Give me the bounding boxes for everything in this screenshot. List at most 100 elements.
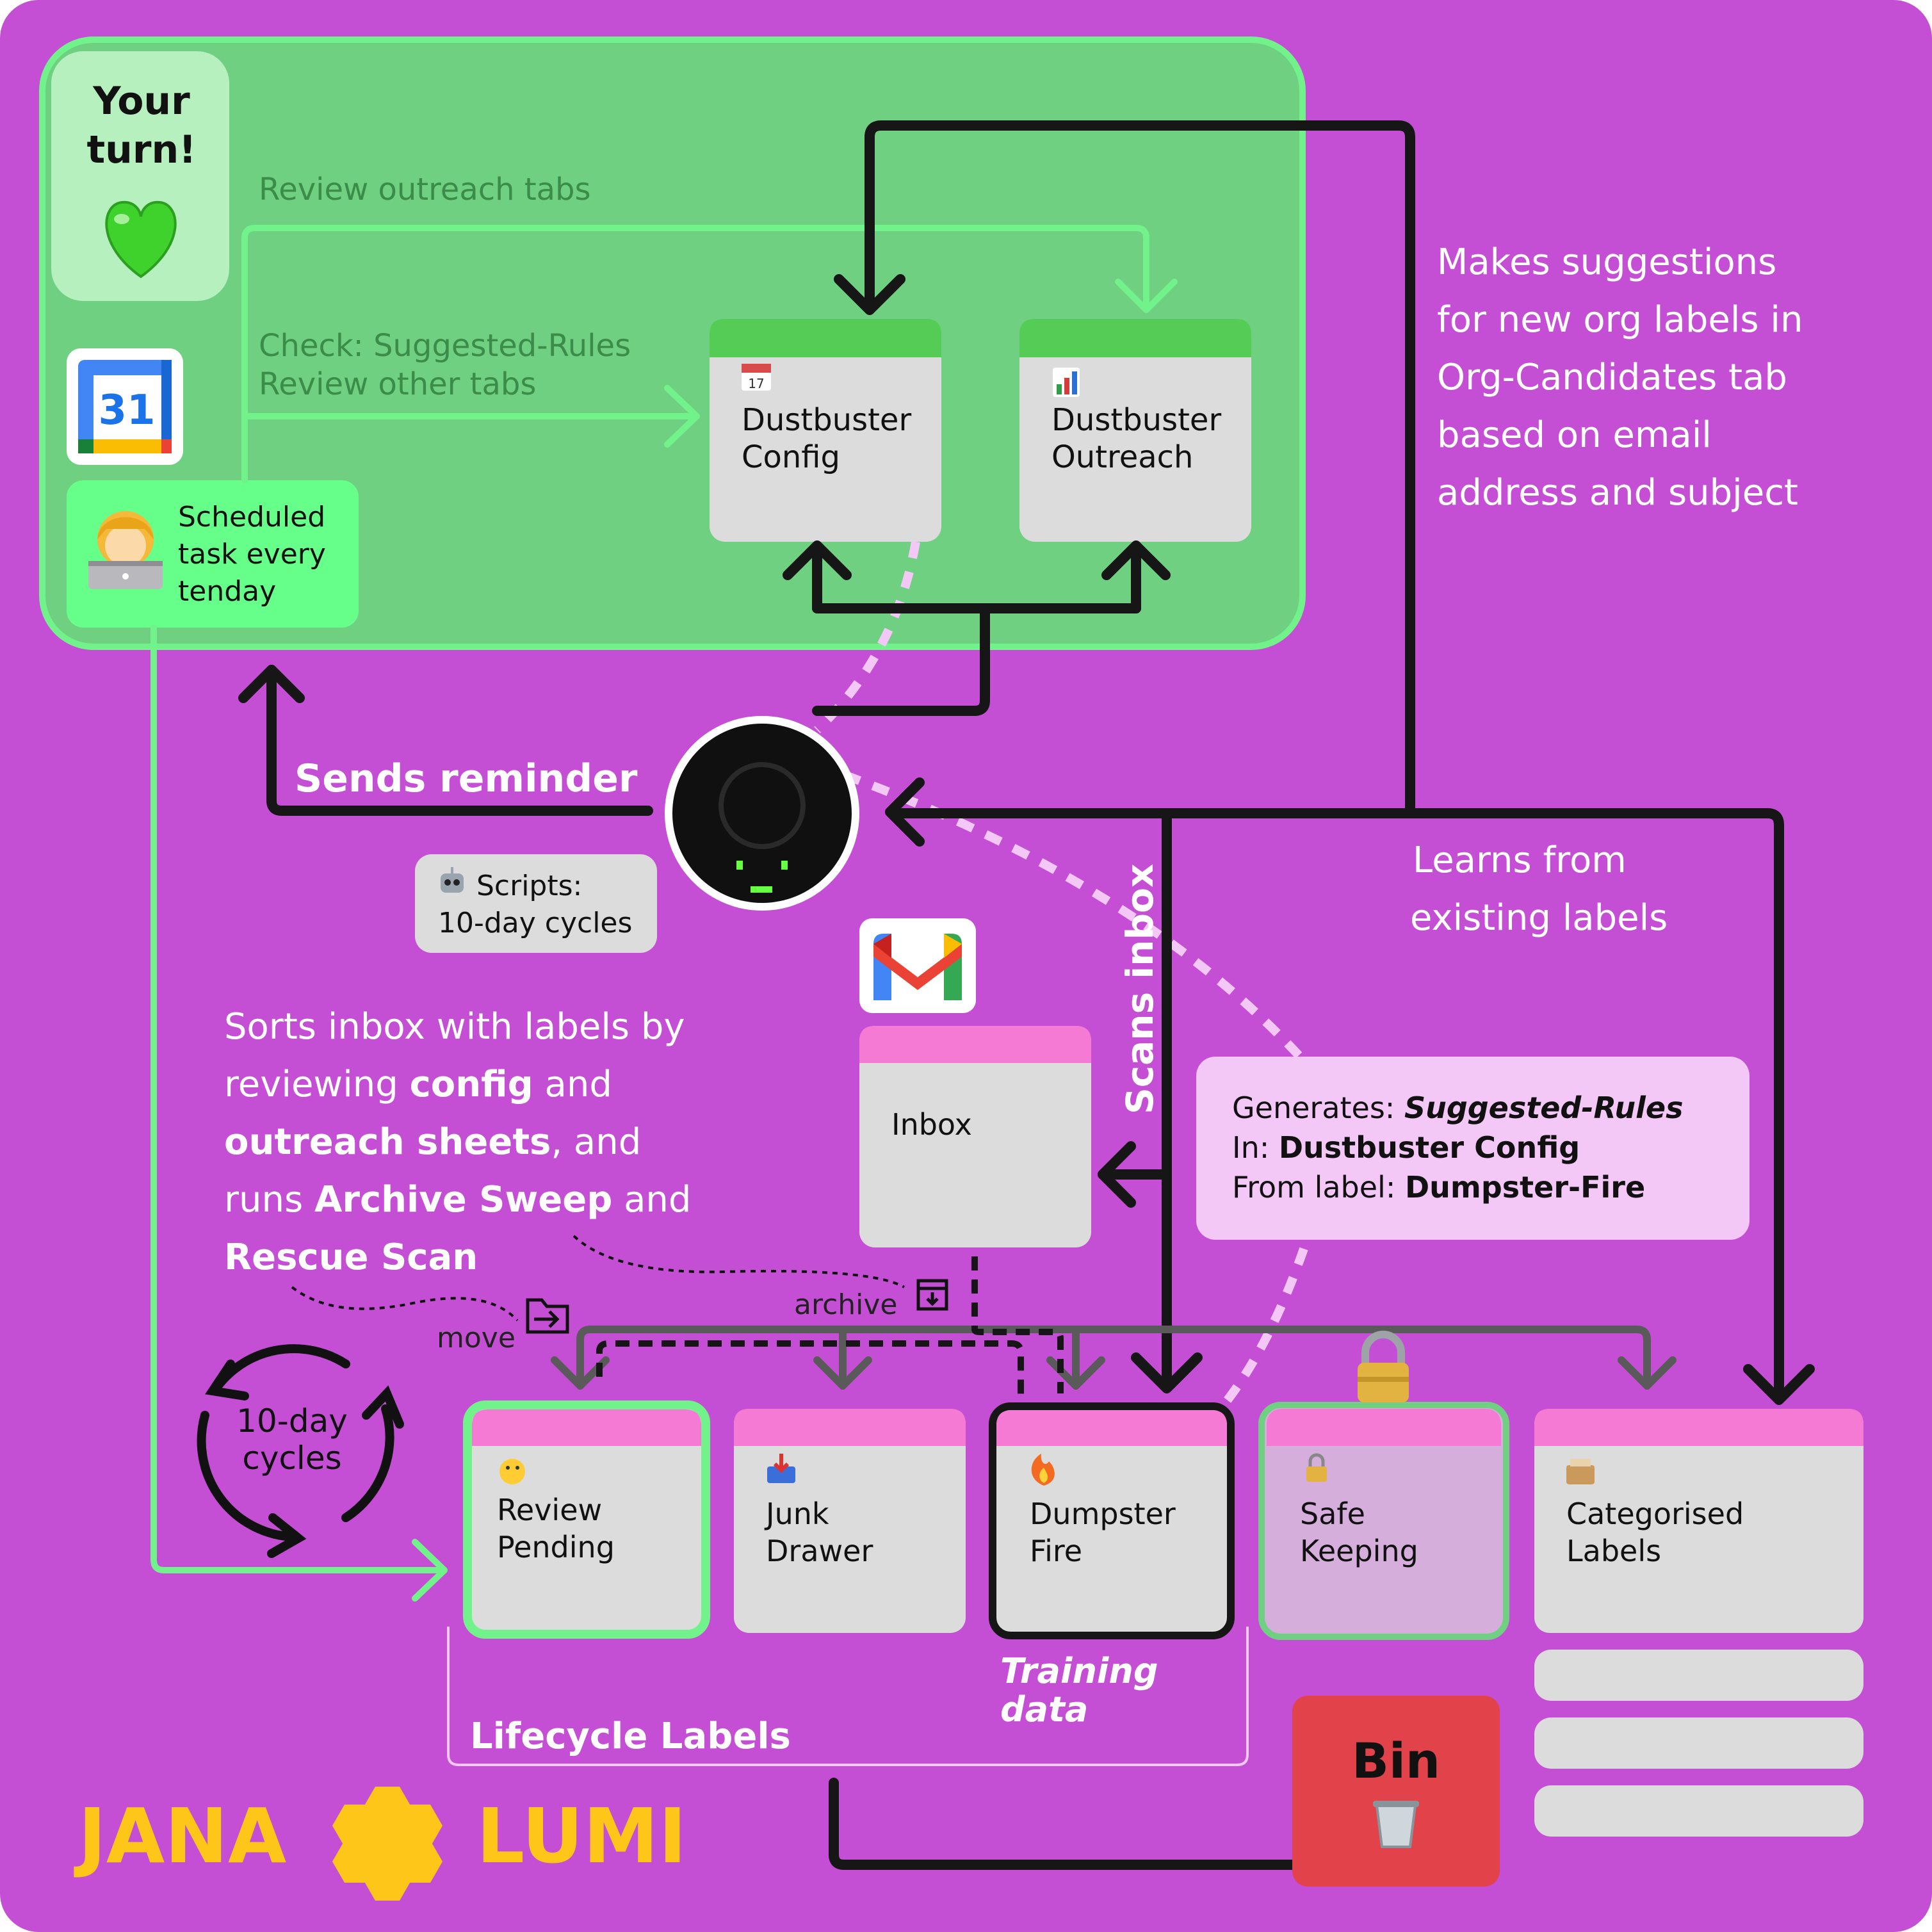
lifecycle-bracket	[447, 1627, 1249, 1766]
safe-keeping-line1: Safe	[1300, 1497, 1365, 1531]
bar-chart-icon	[1053, 368, 1080, 397]
review-pending-line2: Pending	[497, 1530, 615, 1564]
your-turn-title-line2: turn!	[86, 127, 196, 172]
dustbuster-config-card: 17 Dustbuster Config	[710, 319, 941, 542]
scheduled-task-line1: Scheduled	[178, 501, 325, 533]
label-card-categorised: Categorised Labels	[1534, 1409, 1863, 1633]
suggestion-line: Makes suggestions	[1437, 241, 1776, 283]
person-with-laptop-icon	[88, 511, 163, 589]
sends-reminder-label: Sends reminder	[295, 756, 638, 801]
cycle-arrows-icon	[197, 1344, 404, 1558]
thinking-face-icon	[499, 1459, 525, 1484]
calendar-emoji-icon: 17	[742, 364, 771, 391]
scripts-badge	[415, 854, 657, 953]
generates-line3: From label: Dumpster-Fire	[1232, 1170, 1645, 1205]
calendar-day: 31	[98, 387, 155, 434]
lifecycle-labels-title: Lifecycle Labels	[470, 1716, 791, 1757]
wastebasket-icon	[1373, 1801, 1419, 1848]
categorised-line2: Labels	[1566, 1534, 1661, 1568]
dumpster-fire-line2: Fire	[1030, 1534, 1082, 1568]
green-long-arrow	[150, 624, 448, 1602]
sorts-line3: outreach sheets, and	[224, 1121, 641, 1163]
honeycomb-logo-icon	[332, 1787, 442, 1901]
scheduled-task-line3: tenday	[178, 575, 276, 608]
categorised-line1: Categorised	[1566, 1497, 1744, 1531]
brand-lumi: LUMI	[476, 1792, 686, 1880]
suggestion-line: for new org labels in	[1437, 299, 1803, 341]
sorts-bold: outreach sheets	[224, 1121, 551, 1163]
archive-label: archive	[794, 1288, 898, 1321]
large-lock-icon	[1358, 1331, 1409, 1402]
inbox-tray-icon	[767, 1454, 795, 1483]
label-card-dumpster-fire: Dumpster Fire	[989, 1402, 1235, 1639]
junk-drawer-line2: Drawer	[766, 1534, 873, 1568]
panel-green-arrows	[241, 225, 1178, 483]
makes-suggestions-text: Makes suggestions for new org labels in …	[1437, 241, 1803, 514]
google-calendar-icon: 31	[67, 348, 183, 465]
sorts-bold: config	[410, 1064, 533, 1105]
sorts-text: runs	[224, 1179, 314, 1221]
learns-from-line1: Learns from	[1413, 840, 1627, 881]
bin-label: Bin	[1352, 1732, 1440, 1789]
learns-from-line2: existing labels	[1410, 897, 1668, 939]
sorts-inbox-text: Sorts inbox with labels by reviewing con…	[224, 1006, 691, 1278]
label-card-safe-keeping: Safe Keeping	[1258, 1402, 1509, 1640]
scheduled-task-line2: task every	[178, 538, 326, 571]
training-data-line2: data	[1000, 1689, 1088, 1730]
your-turn-box	[51, 51, 229, 301]
dustbuster-outreach-card: Dustbuster Outreach	[1019, 319, 1251, 542]
fire-icon	[1031, 1454, 1055, 1486]
annotation-dotted-lines	[291, 1235, 905, 1322]
dustbuster-bot	[665, 716, 859, 911]
bin-box: Bin	[1292, 1696, 1500, 1887]
from-label-value: Dumpster-Fire	[1405, 1170, 1645, 1205]
scripts-line1: Scripts:	[476, 870, 582, 902]
move-label: move	[437, 1322, 515, 1354]
sorts-line4: runs Archive Sweep and	[224, 1179, 691, 1221]
black-dashed-route	[596, 1256, 1064, 1409]
suggestion-line: address and subject	[1437, 472, 1798, 514]
suggestion-line: Org-Candidates tab	[1437, 357, 1787, 398]
generates-callout	[1196, 1057, 1749, 1240]
gmail-logo-icon	[859, 918, 976, 1013]
check-rules-label: Check: Suggested-Rules	[259, 328, 631, 364]
svg-text:17: 17	[748, 376, 764, 391]
generates-prefix: Generates:	[1232, 1091, 1404, 1125]
safe-keeping-line2: Keeping	[1300, 1534, 1418, 1568]
your-turn-title-line1: Your	[92, 79, 190, 124]
categorised-stack-bar	[1534, 1650, 1863, 1701]
review-outreach-label: Review outreach tabs	[259, 172, 591, 207]
label-card-junk-drawer: Junk Drawer	[734, 1409, 966, 1633]
card-file-box-icon	[1566, 1459, 1595, 1484]
cycles-line1: 10-day	[236, 1402, 348, 1440]
in-value: Dustbuster Config	[1279, 1130, 1580, 1165]
outreach-line1: Dustbuster	[1051, 402, 1221, 438]
sorts-line1: Sorts inbox with labels by	[224, 1006, 685, 1048]
from-label-prefix: From label:	[1232, 1170, 1405, 1205]
move-to-folder-icon	[526, 1298, 569, 1334]
inbox-card: Inbox	[859, 1026, 1091, 1247]
label-card-review-pending: Review Pending	[463, 1400, 710, 1639]
sorts-line2: reviewing config and	[224, 1064, 612, 1105]
config-line1: Dustbuster	[742, 402, 911, 438]
dumpster-fire-line1: Dumpster	[1030, 1497, 1176, 1531]
scans-inbox-label: Scans inbox	[1118, 864, 1162, 1114]
sorts-text: and	[533, 1064, 612, 1105]
suggestion-line: based on email	[1437, 414, 1712, 456]
training-data-line1: Training	[1000, 1651, 1158, 1691]
sorts-line5: Rescue Scan	[224, 1237, 478, 1278]
green-heart-icon	[105, 200, 177, 279]
black-flow-arrows	[238, 120, 1815, 1870]
sorts-text: reviewing	[224, 1064, 410, 1105]
generates-line1: Generates: Suggested-Rules	[1232, 1091, 1683, 1125]
categorised-stack-bar	[1534, 1717, 1863, 1769]
robot-icon	[441, 867, 464, 893]
outreach-line2: Outreach	[1051, 439, 1193, 475]
inbox-label: Inbox	[891, 1107, 972, 1142]
in-prefix: In:	[1232, 1130, 1279, 1165]
sorts-text: , and	[551, 1121, 641, 1163]
junk-drawer-line1: Junk	[764, 1497, 829, 1531]
review-other-label: Review other tabs	[259, 366, 536, 402]
